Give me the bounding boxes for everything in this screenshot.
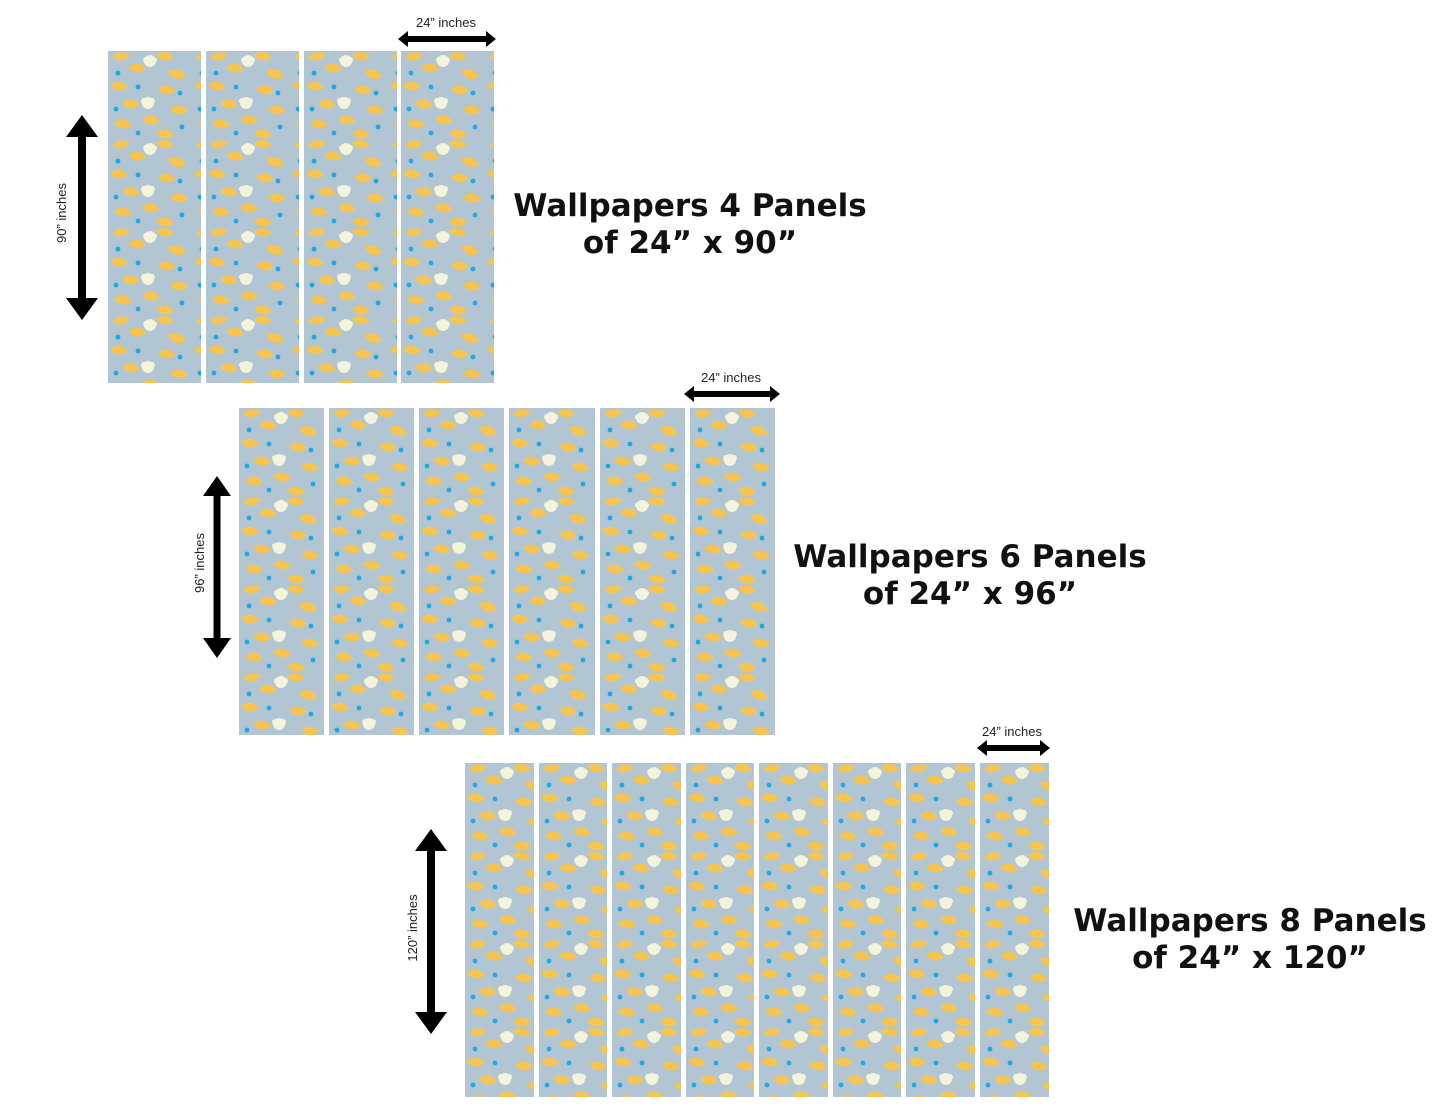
wallpaper-panel (833, 763, 901, 1097)
title-line-1: Wallpapers 4 Panels (513, 188, 867, 224)
wallpaper-panel (465, 763, 534, 1097)
title-line-2: of 24” x 120” (1132, 940, 1368, 976)
wallpaper-panel (906, 763, 975, 1097)
wallpaper-panel (206, 51, 299, 383)
width-label: 24” inches (701, 370, 761, 385)
height-label: 120” inches (405, 894, 420, 962)
wallpaper-panel (239, 408, 324, 735)
wallpaper-panel (690, 408, 775, 735)
title-line-1: Wallpapers 6 Panels (793, 539, 1147, 575)
title-line-1: Wallpapers 8 Panels (1073, 903, 1427, 939)
wallpaper-panel (612, 763, 681, 1097)
title-line-2: of 24” x 90” (582, 225, 798, 261)
wallpaper-panel (980, 763, 1049, 1097)
double-arrow-horizontal-icon (684, 386, 780, 402)
wallpaper-panel (759, 763, 828, 1097)
double-arrow-vertical-icon (415, 829, 447, 1034)
wallpaper-panel (108, 51, 201, 383)
width-label: 24” inches (416, 15, 476, 30)
height-label: 90” inches (54, 183, 69, 243)
wallpaper-panel (304, 51, 397, 383)
wallpaper-panel (686, 763, 754, 1097)
group-title: Wallpapers 6 Panels of 24” x 96” (780, 539, 1160, 613)
double-arrow-vertical-icon (203, 476, 231, 658)
wallpaper-panel (539, 763, 607, 1097)
wallpaper-panel (509, 408, 595, 735)
double-arrow-horizontal-icon (398, 31, 496, 47)
title-line-2: of 24” x 96” (862, 576, 1078, 612)
height-label: 96” inches (192, 533, 207, 593)
double-arrow-horizontal-icon (977, 740, 1050, 756)
wallpaper-panel (419, 408, 504, 735)
width-label: 24” inches (982, 724, 1042, 739)
wallpaper-panel (600, 408, 685, 735)
group-title: Wallpapers 8 Panels of 24” x 120” (1060, 903, 1440, 977)
wallpaper-panel (329, 408, 414, 735)
double-arrow-vertical-icon (66, 115, 98, 320)
group-title: Wallpapers 4 Panels of 24” x 90” (500, 188, 880, 262)
wallpaper-panel (401, 51, 494, 383)
